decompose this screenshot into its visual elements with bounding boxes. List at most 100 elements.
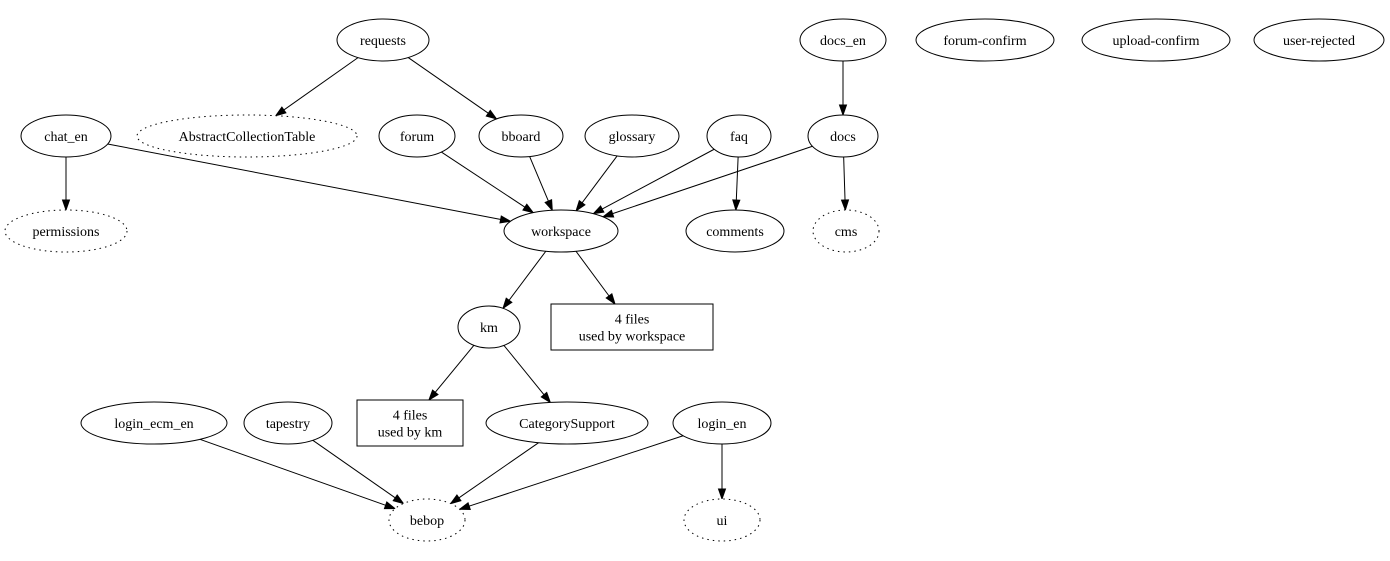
edge-docs_en-docs (838, 61, 848, 117)
arrowhead-icon (592, 205, 605, 215)
edge-requests-AbstractCollectionTable (274, 57, 359, 117)
edge-workspace-km (502, 250, 547, 310)
node-ellipse-outline (336, 18, 430, 62)
edge-CategorySupport-bebop (449, 442, 539, 505)
node-ellipse-outline (136, 114, 358, 158)
edge-glossary-workspace (575, 155, 618, 212)
node-label: requests (360, 34, 406, 49)
node-label: docs_en (820, 34, 866, 49)
node-forum-confirm: forum-confirm (915, 18, 1055, 62)
node-ellipse-outline (243, 401, 333, 445)
node-ellipse-outline (1081, 18, 1231, 62)
arrowhead-icon (485, 109, 498, 120)
node-tapestry: tapestry (243, 401, 333, 445)
node-label: glossary (609, 130, 656, 145)
node-label: login_en (698, 417, 747, 432)
edge-faq-comments (732, 156, 741, 212)
edge-faq-workspace (592, 148, 715, 215)
arrowhead-icon (383, 501, 397, 510)
edge-login_en-ui (717, 444, 727, 501)
arrowhead-icon (61, 199, 71, 212)
node-km: km (457, 305, 521, 349)
node-label: workspace (531, 225, 591, 240)
node-CategorySupport: CategorySupport (485, 401, 649, 445)
node-label: km (480, 321, 498, 336)
node-ellipse-outline (378, 114, 456, 158)
node-label: faq (730, 130, 748, 145)
arrowhead-icon (840, 199, 850, 212)
edge-km-CategorySupport (503, 345, 552, 404)
arrowhead-icon (838, 104, 848, 117)
arrowhead-icon (522, 203, 535, 214)
node-ellipse-outline (672, 401, 772, 445)
edge-docs-workspace (601, 145, 813, 218)
node-label: tapestry (266, 417, 310, 432)
arrowhead-icon (605, 293, 616, 306)
edge-km-files-used-by-km (427, 345, 475, 402)
node-label: ui (717, 514, 728, 529)
node-ellipse-outline (807, 114, 879, 158)
node-ui: ui (683, 498, 761, 542)
node-ellipse-outline (4, 209, 128, 253)
arrowhead-icon (540, 391, 552, 404)
edge-docs-cms (840, 156, 850, 212)
node-ellipse-outline (812, 209, 880, 253)
node-label: forum-confirm (943, 34, 1026, 49)
node-ellipse-outline (80, 401, 228, 445)
arrowhead-icon (449, 494, 462, 505)
node-ellipse-outline (478, 114, 564, 158)
edge-tapestry-bebop (312, 439, 405, 505)
node-upload-confirm: upload-confirm (1081, 18, 1231, 62)
node-glossary: glossary (584, 114, 680, 158)
edge-bboard-workspace (529, 156, 553, 212)
node-workspace: workspace (503, 209, 619, 253)
node-label: permissions (33, 225, 100, 240)
node-cms: cms (812, 209, 880, 253)
node-box-outline (356, 399, 464, 447)
node-ellipse-outline (388, 498, 466, 542)
node-label: upload-confirm (1112, 34, 1199, 49)
node-label: user-rejected (1283, 34, 1355, 49)
node-ellipse-outline (706, 114, 772, 158)
arrowhead-icon (427, 389, 439, 402)
node-ellipse-outline (799, 18, 887, 62)
node-label: bebop (410, 514, 444, 529)
node-bboard: bboard (478, 114, 564, 158)
node-label: bboard (502, 130, 541, 145)
node-login_en: login_en (672, 401, 772, 445)
node-ellipse-outline (485, 401, 649, 445)
node-label: login_ecm_en (114, 417, 193, 432)
node-ellipse-outline (1253, 18, 1385, 62)
arrowhead-icon (717, 488, 727, 501)
arrowhead-icon (392, 494, 405, 505)
node-label: forum (400, 130, 434, 145)
edge-chat_en-permissions (61, 157, 71, 212)
node-forum: forum (378, 114, 456, 158)
arrowhead-icon (575, 199, 586, 212)
node-docs_en: docs_en (799, 18, 887, 62)
node-ellipse-outline (915, 18, 1055, 62)
arrowhead-icon (274, 106, 287, 117)
node-permissions: permissions (4, 209, 128, 253)
node-ellipse-outline (584, 114, 680, 158)
node-ellipse-outline (503, 209, 619, 253)
edges-layer (61, 57, 850, 510)
node-label: chat_en (44, 130, 88, 145)
node-ellipse-outline (457, 305, 521, 349)
arrowhead-icon (499, 215, 512, 224)
node-label: CategorySupport (519, 417, 615, 432)
node-ellipse-outline (20, 114, 112, 158)
nodes-layer: requests docs_en forum-confirm upload-confi… (4, 18, 1385, 542)
arrowhead-icon (601, 209, 615, 218)
node-label: docs (830, 130, 856, 145)
node-login_ecm_en: login_ecm_en (80, 401, 228, 445)
node-ellipse-outline (685, 209, 785, 253)
edge-forum-workspace (441, 151, 535, 214)
node-AbstractCollectionTable: AbstractCollectionTable (136, 114, 358, 158)
edge-requests-bboard (407, 57, 498, 120)
node-comments: comments (685, 209, 785, 253)
